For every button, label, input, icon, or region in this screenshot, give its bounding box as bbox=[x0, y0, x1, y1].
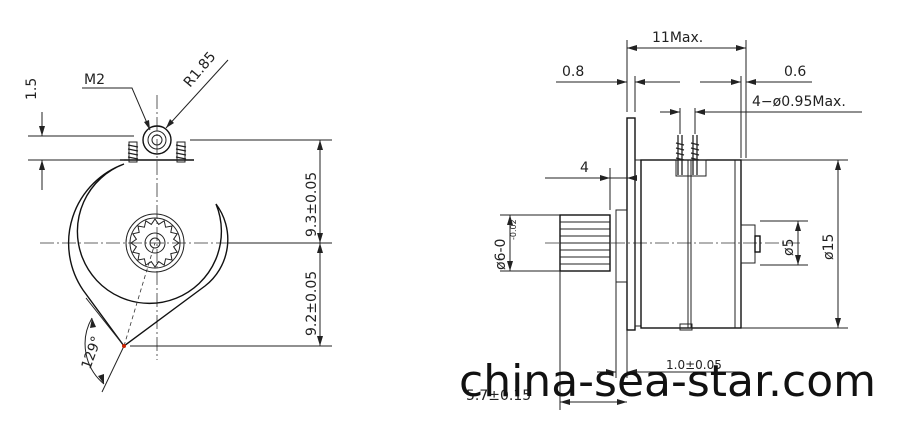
dim-1-0: 1.0±0.05 bbox=[666, 358, 722, 372]
dim-0-6: 0.6 bbox=[784, 64, 806, 80]
dim-0-8: 0.8 bbox=[562, 64, 584, 80]
left-terminal-coil bbox=[127, 144, 139, 160]
side-view: 11Max. 0.8 0.6 4−ø0.95Max. 4 ø6-0 -0.02 … bbox=[466, 30, 862, 410]
dim-r1-85: R1.85 bbox=[181, 49, 220, 91]
dim-d6: ø6-0 bbox=[493, 239, 509, 270]
dim-9-2: 9.2±0.05 bbox=[304, 271, 320, 336]
dim-11max: 11Max. bbox=[652, 30, 703, 46]
dim-5-7: 5.7±0.15 bbox=[466, 388, 531, 404]
front-view: 1.5 M2 R1.85 9.3±0.05 9.2±0.05 129° bbox=[24, 49, 332, 393]
dim-4: 4 bbox=[580, 160, 589, 176]
right-terminal-coil bbox=[175, 144, 187, 160]
dim-9-3: 9.3±0.05 bbox=[304, 172, 320, 237]
dim-pin-diameter: 4−ø0.95Max. bbox=[752, 94, 846, 110]
dim-129-deg: 129° bbox=[79, 334, 106, 371]
dim-1-5: 1.5 bbox=[24, 78, 40, 100]
dim-d5: ø5 bbox=[781, 239, 797, 256]
pinion-gear-teeth bbox=[130, 218, 180, 268]
terminal-pins bbox=[675, 135, 700, 175]
dim-m2: M2 bbox=[84, 72, 105, 88]
watermark: china-sea-star.com bbox=[459, 356, 877, 407]
gear-teeth-side bbox=[560, 221, 610, 265]
dim-d6-tolerance: -0.02 bbox=[509, 219, 518, 240]
dim-d15: ø15 bbox=[821, 234, 837, 260]
